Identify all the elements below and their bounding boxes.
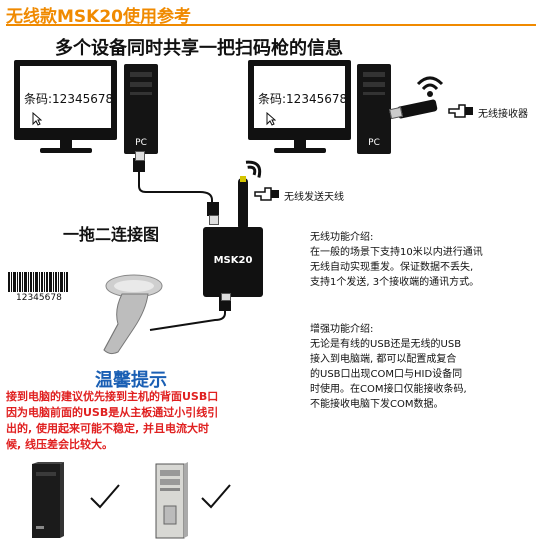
- headline: 多个设备同时共享一把扫码枪的信息: [55, 38, 343, 59]
- usb-plug-msk-top: [207, 202, 219, 216]
- tips-line: 出的, 使用起来可能不稳定, 并且电流大时: [6, 422, 210, 435]
- enhanced-intro-line: 的USB口出现COM口与HID设备同: [310, 369, 463, 380]
- antenna-tip: [240, 176, 246, 182]
- pc-tower-beige-image: [155, 462, 188, 539]
- barcode-image: [8, 272, 68, 292]
- wireless-intro-line: 在一般的场景下支持10米以内进行通讯: [310, 247, 483, 258]
- enhanced-intro-line: 无论是有线的USB还是无线的USB: [310, 339, 462, 350]
- left-monitor-neck: [60, 140, 72, 148]
- usb-plug-msk-bottom-tip: [221, 293, 231, 301]
- left-monitor: 条码:12345678: [14, 60, 117, 140]
- usb-plug-msk-top-tip: [209, 215, 219, 225]
- title-bar: 无线款MSK20使用参考: [0, 0, 545, 27]
- tips-title: 温馨提示: [95, 370, 167, 391]
- msk20-device: MSK20: [203, 227, 263, 297]
- barcode-number: 12345678: [16, 293, 62, 303]
- enhanced-intro: 增强功能介绍: 无论是有线的USB还是无线的USB 接入到电脑端, 都可以配置成…: [310, 322, 467, 412]
- right-pc-label: PC: [368, 138, 380, 148]
- right-monitor-base: [274, 148, 326, 153]
- title-underline: [6, 24, 536, 26]
- left-monitor-base: [40, 148, 92, 153]
- left-monitor-screen: 条码:12345678: [20, 66, 114, 128]
- enhanced-intro-line: 不能接收电脑下发COM数据。: [310, 399, 444, 410]
- usb-plug-left-pc-tip: [135, 151, 145, 161]
- right-monitor-neck: [294, 140, 306, 148]
- wifi-signal-icon: [245, 160, 262, 178]
- right-monitor-screen: 条码:12345678: [254, 66, 348, 128]
- tips-line: 接到电脑的建议优先接到主机的背面USB口: [6, 390, 219, 403]
- transmitter-antenna: [238, 178, 248, 230]
- cursor-icon: [32, 112, 42, 126]
- checkmark-icon: [90, 484, 120, 509]
- wireless-intro: 无线功能介绍: 在一般的场景下支持10米以内进行通讯 无线自动实现重发。保证数据…: [310, 230, 483, 290]
- connection-diagram-label: 一拖二连接图: [63, 225, 160, 244]
- tips-line: 因为电脑前面的USB是从主板通过小引线引: [6, 406, 219, 419]
- cursor-icon: [266, 112, 276, 126]
- right-monitor: 条码:12345678: [248, 60, 351, 140]
- wireless-intro-heading: 无线功能介绍:: [310, 232, 374, 243]
- enhanced-intro-line: 时使用。在COM接口仅能接收条码,: [310, 384, 467, 395]
- left-pc-label: PC: [135, 138, 147, 148]
- checkmark-icon: [201, 484, 231, 509]
- receiver-label: 无线接收器: [478, 109, 528, 120]
- wifi-icon: [416, 76, 444, 97]
- right-pc-tower: PC: [357, 64, 391, 154]
- enhanced-intro-line: 接入到电脑端, 都可以配置成复合: [310, 354, 457, 365]
- tips-line: 候, 线压差会比较大。: [6, 438, 114, 451]
- pc-tower-black-image: [32, 462, 64, 538]
- left-pc-tower: PC: [124, 64, 158, 154]
- enhanced-intro-heading: 增强功能介绍:: [310, 324, 374, 335]
- wireless-intro-line: 支持1个发送, 3个接收端的通讯方式。: [310, 277, 480, 288]
- barcode-scanner-image: [103, 274, 163, 355]
- msk20-label: MSK20: [213, 255, 253, 266]
- transmitter-label: 无线发送天线: [284, 192, 344, 203]
- page-title: 无线款MSK20使用参考: [6, 7, 191, 27]
- pointing-hand-icon: [254, 187, 279, 201]
- left-screen-text: 条码:12345678: [24, 92, 114, 106]
- wireless-intro-line: 无线自动实现重发。保证数据不丢失,: [310, 262, 474, 273]
- right-screen-text: 条码:12345678: [258, 92, 348, 106]
- usb-plug-left-pc: [133, 158, 145, 172]
- tips-body: 接到电脑的建议优先接到主机的背面USB口 因为电脑前面的USB是从主板通过小引线…: [6, 389, 218, 453]
- pointing-hand-icon: [448, 104, 473, 118]
